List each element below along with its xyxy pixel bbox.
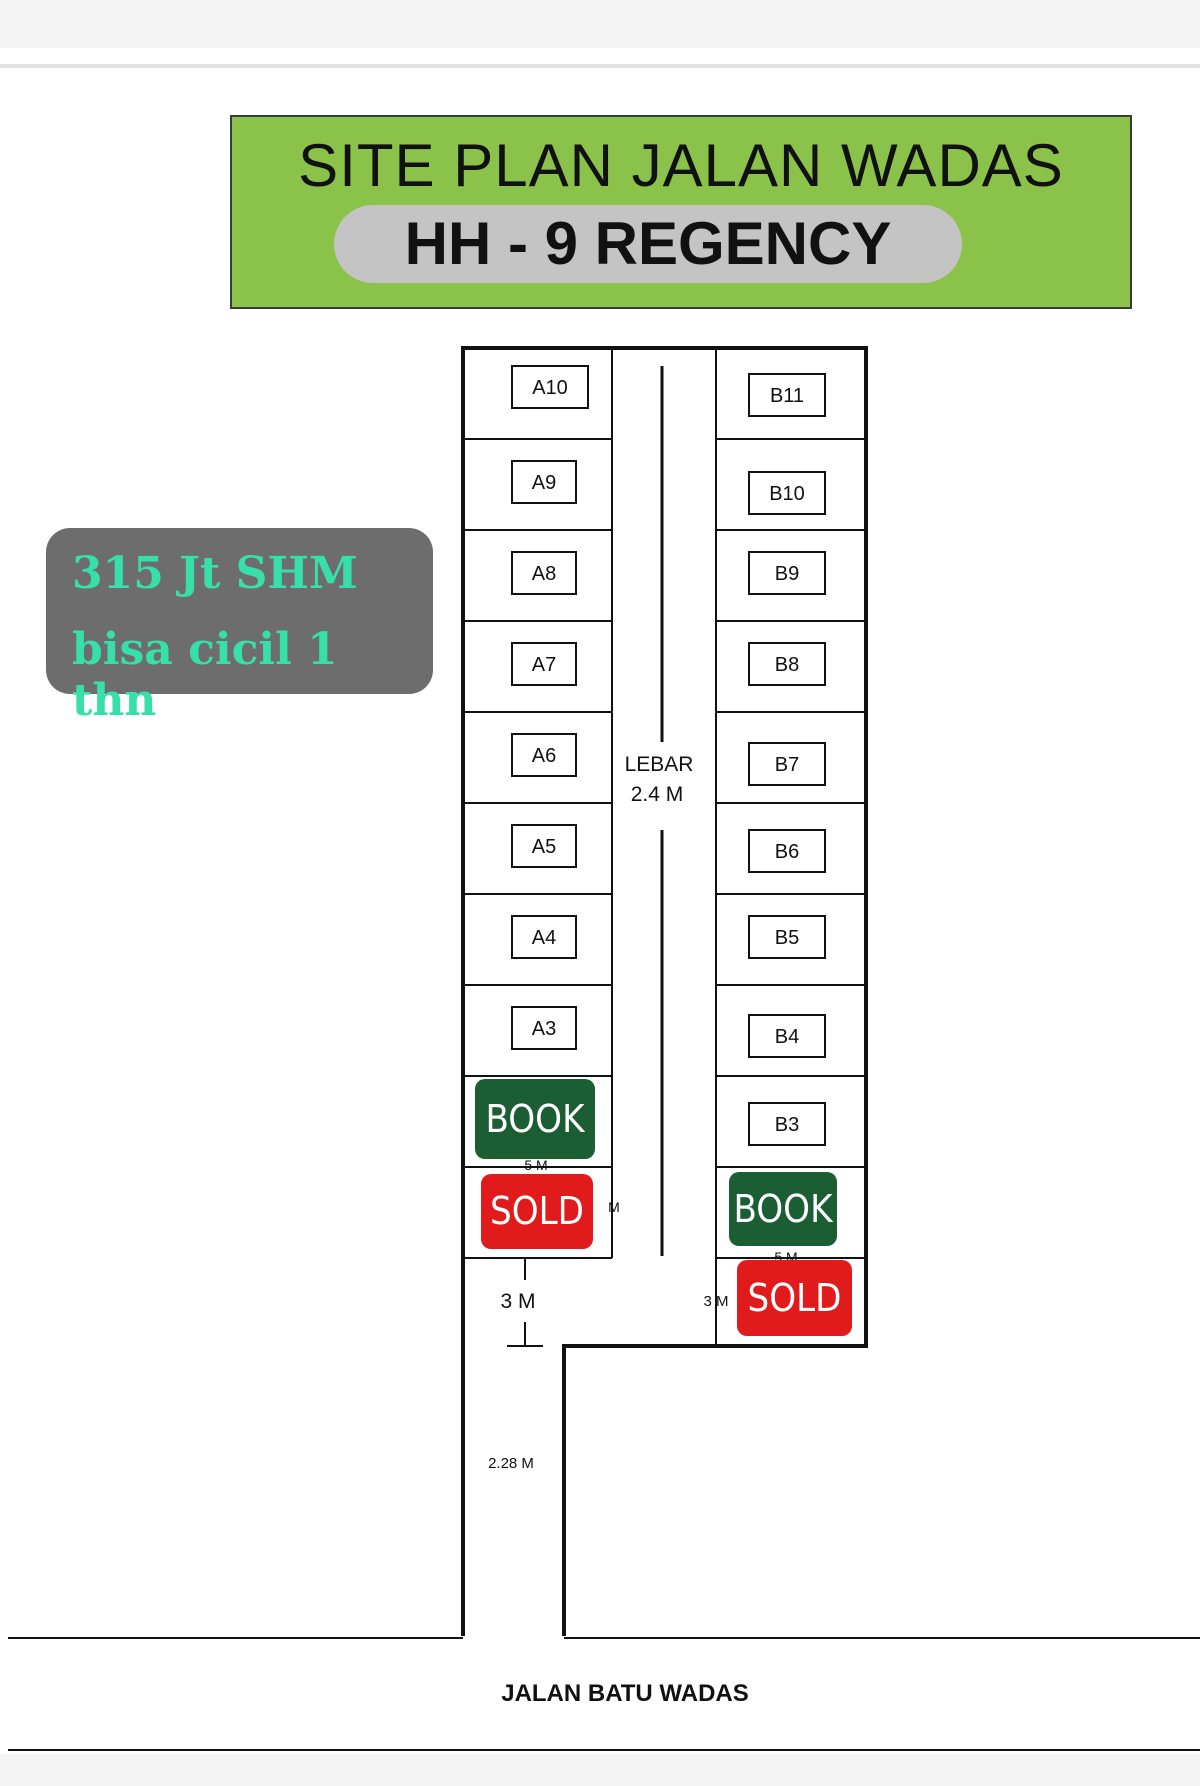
- plot-label: A8: [532, 563, 556, 585]
- plot-a6: A6: [511, 733, 577, 777]
- plot-b7: B7: [748, 742, 826, 786]
- plot-b8: B8: [748, 642, 826, 686]
- access-width-label: 2.28 M: [488, 1455, 534, 1472]
- lane-width-value: 2.4 M: [631, 783, 684, 806]
- right-plot-labels: B11 B10 B9 B8 B7 B6 B5 B4 B3: [748, 373, 826, 1146]
- bottom-strip: [0, 1754, 1200, 1786]
- left-plot-dividers: [463, 438, 612, 1168]
- left-gap-label: 3 M: [500, 1290, 535, 1313]
- plot-b11: B11: [748, 373, 826, 417]
- plot-label: A5: [532, 836, 556, 858]
- price-info-box: 315 Jt SHM bisa cicil 1 thn: [46, 528, 433, 726]
- installment-text: bisa cicil 1 thn: [72, 624, 338, 726]
- sold-marker-left: SOLD: [481, 1174, 593, 1249]
- regency-name: HH - 9 REGENCY: [404, 210, 892, 277]
- title-banner: SITE PLAN JALAN WADAS HH - 9 REGENCY: [230, 115, 1132, 309]
- site-boundary-left: [461, 346, 868, 1636]
- plot-b3: B3: [748, 1102, 826, 1146]
- lane-width-label: LEBAR: [625, 753, 694, 776]
- plot-a10: A10: [511, 365, 589, 409]
- plot-label: A6: [532, 745, 556, 767]
- plot-label: B5: [775, 927, 799, 949]
- left-plot-labels: A10 A9 A8 A7 A6 A5 A4 A3: [511, 365, 589, 1050]
- plot-label: B9: [775, 563, 799, 585]
- plot-b4: B4: [748, 1014, 826, 1058]
- title-pill: HH - 9 REGENCY: [334, 205, 962, 283]
- plot-label: B11: [770, 385, 804, 407]
- plot-label: B4: [775, 1026, 799, 1048]
- book-marker-left: BOOK: [475, 1079, 595, 1159]
- plot-a8: A8: [511, 551, 577, 595]
- plot-label: A9: [532, 472, 556, 494]
- plot-b5: B5: [748, 915, 826, 959]
- left-side-dimension: M: [608, 1199, 620, 1215]
- left-small-dimension: 5 M: [524, 1157, 547, 1173]
- sold-marker-right: SOLD: [737, 1260, 852, 1336]
- plot-label: A10: [532, 377, 568, 399]
- plot-a5: A5: [511, 824, 577, 868]
- plot-a4: A4: [511, 915, 577, 959]
- plot-a3: A3: [511, 1006, 577, 1050]
- right-gap-label: 3 M: [703, 1293, 728, 1310]
- plot-b6: B6: [748, 829, 826, 873]
- top-strip: [0, 0, 1200, 48]
- book-marker-right: BOOK: [729, 1172, 837, 1246]
- price-text: 315 Jt SHM: [72, 548, 358, 599]
- plot-a7: A7: [511, 642, 577, 686]
- plot-b9: B9: [748, 551, 826, 595]
- site-plan-title: SITE PLAN JALAN WADAS: [298, 132, 1064, 199]
- plot-label: B6: [775, 841, 799, 863]
- plot-label: A4: [532, 927, 556, 949]
- plot-label: B3: [775, 1114, 799, 1136]
- plot-label: B7: [775, 754, 799, 776]
- plot-label: A7: [532, 654, 556, 676]
- plot-label: A3: [532, 1018, 556, 1040]
- plot-label: B8: [775, 654, 799, 676]
- road-name: JALAN BATU WADAS: [501, 1680, 749, 1707]
- plot-label: B10: [769, 483, 805, 505]
- plot-a9: A9: [511, 460, 577, 504]
- plot-b10: B10: [748, 471, 826, 515]
- top-divider: [0, 64, 1200, 68]
- right-plot-dividers: [716, 438, 866, 1259]
